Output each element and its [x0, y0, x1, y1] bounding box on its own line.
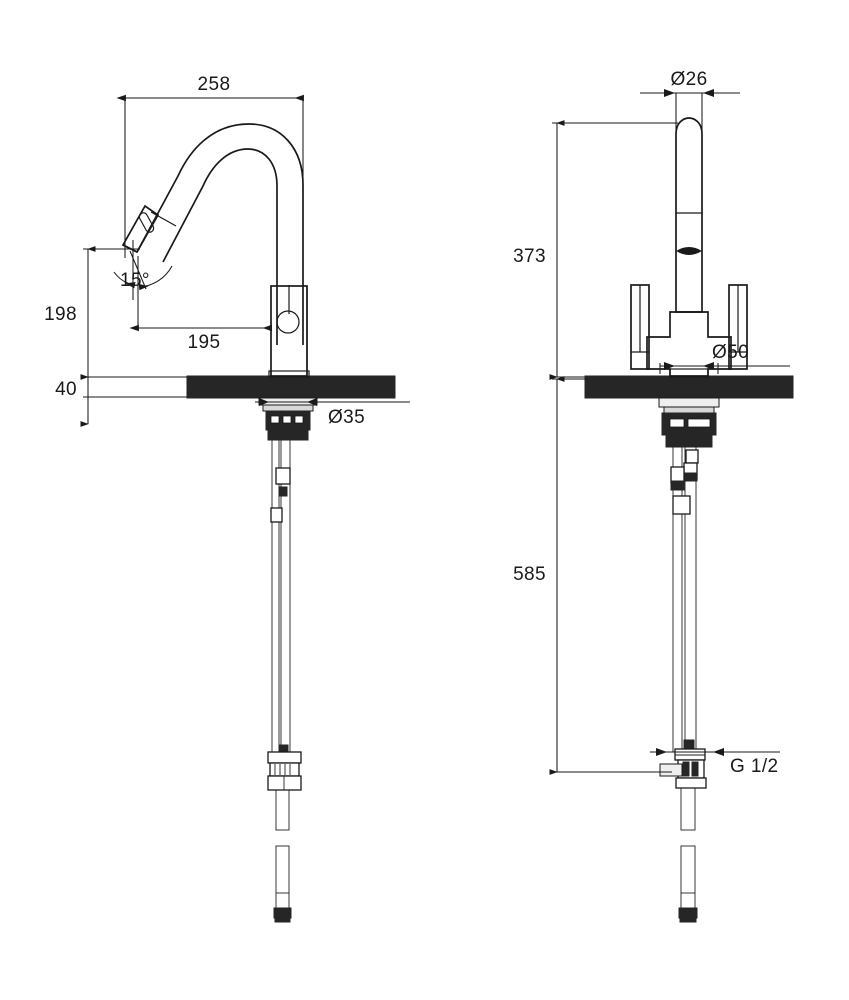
dim-angle-15: 15°	[84, 240, 173, 300]
coupling-rib-b-front	[691, 761, 699, 777]
dim-g12: G 1/2	[650, 748, 780, 777]
coupling-rib-a-front	[682, 761, 690, 777]
lever-knob-side	[276, 310, 300, 334]
front-view-group: Ø26 373 Ø50 585 G 1/2	[513, 69, 794, 923]
hose-fitting-upper-side	[275, 467, 291, 485]
threaded-stud-collar-side	[267, 429, 309, 441]
hose-clip-upper-side	[278, 486, 288, 497]
hose-fitting-upper-front	[685, 449, 699, 464]
angle-arc-right	[138, 265, 173, 291]
spout-tube-front	[675, 117, 703, 313]
mixer-body-front	[630, 284, 748, 378]
hose-end-tip-front	[679, 918, 697, 923]
angle-arc-left	[113, 271, 136, 289]
dim-258-label: 258	[198, 74, 231, 95]
dim-angle-15-label: 15°	[120, 270, 150, 291]
hose-fitting-mid-front	[672, 495, 691, 515]
dim-373: 373	[513, 120, 678, 380]
spray-head-collar-seam	[150, 211, 177, 227]
coupling-wing-front	[659, 763, 683, 777]
hose-tail-front	[680, 787, 696, 831]
spray-mode-button	[138, 212, 155, 233]
spout-swivel-marker	[676, 247, 702, 255]
dim-d35-label: Ø35	[328, 407, 365, 428]
fixing-nut-face-right	[687, 418, 711, 428]
coupling-hex-upper-side	[267, 751, 302, 764]
dim-d26-arrow-left	[664, 89, 675, 97]
hose-fitting-mid-side	[270, 507, 283, 523]
spout-front	[675, 117, 703, 313]
side-view-group: 258 195 198 40 15°	[44, 74, 410, 923]
angle-ref-outlet-axis	[129, 250, 147, 290]
base-foot-front	[669, 368, 709, 378]
dim-d26-arrow-right	[703, 89, 714, 97]
coupling-hex-upper-front	[674, 748, 706, 761]
hose-end-nut-front	[678, 907, 698, 919]
dim-585-label: 585	[513, 564, 546, 585]
worktop-front	[553, 375, 794, 399]
dim-d50-arrow-left	[664, 362, 675, 370]
dim-195: 195	[129, 256, 272, 353]
spout-side-outline	[136, 123, 304, 345]
dim-198-label: 198	[44, 304, 77, 325]
fixing-nut-face-a	[270, 415, 280, 424]
hose-end-tip-side	[274, 918, 291, 923]
dim-195-label: 195	[188, 332, 221, 353]
spout-inner-curve	[162, 148, 278, 345]
dim-d35: Ø35	[255, 398, 410, 428]
dim-g12-label: G 1/2	[730, 756, 778, 777]
mounting-washer-front	[663, 406, 715, 414]
dim-g12-arrow-left	[656, 748, 667, 756]
hose-ferrule-front	[683, 739, 695, 750]
sealing-washer-front	[658, 397, 720, 408]
dim-585: 585	[513, 376, 672, 775]
dim-373-label: 373	[513, 246, 546, 267]
dim-40: 40	[55, 377, 89, 427]
worktop-slab-front	[584, 375, 794, 399]
hose-ferrule-side	[278, 744, 289, 753]
hose-tail-side	[275, 789, 290, 831]
dim-d26: Ø26	[640, 69, 740, 130]
dim-d50-arrow-right	[703, 362, 714, 370]
base-plate-side	[268, 370, 310, 378]
dim-d26-label: Ø26	[670, 69, 707, 90]
hose-end-nut-side	[273, 907, 292, 919]
threaded-stud-collar-front	[665, 434, 713, 448]
dim-g12-arrow-right	[713, 748, 724, 756]
hose-clip-upper-front	[683, 472, 698, 482]
dim-258: 258	[116, 74, 304, 258]
dim-d35-arrow-right	[307, 398, 317, 406]
spout-outer-curve	[136, 123, 304, 345]
mounting-washer-side	[262, 404, 314, 412]
dim-d50-label: Ø50	[712, 342, 749, 363]
worktop-slab-side	[186, 375, 396, 399]
coupling-body-side	[269, 762, 300, 777]
coupling-hex-lower-front	[675, 777, 707, 789]
dim-40-label: 40	[55, 379, 77, 400]
fixing-nut-face-c	[294, 415, 304, 424]
hose-clip-left-front	[670, 480, 685, 491]
fixing-nut-face-left	[669, 418, 685, 428]
fixing-nut-face-b	[282, 415, 292, 424]
coupling-hex-lower-side	[267, 775, 302, 791]
dim-d35-arrow-left	[259, 398, 269, 406]
dim-d50: Ø50	[659, 342, 790, 374]
